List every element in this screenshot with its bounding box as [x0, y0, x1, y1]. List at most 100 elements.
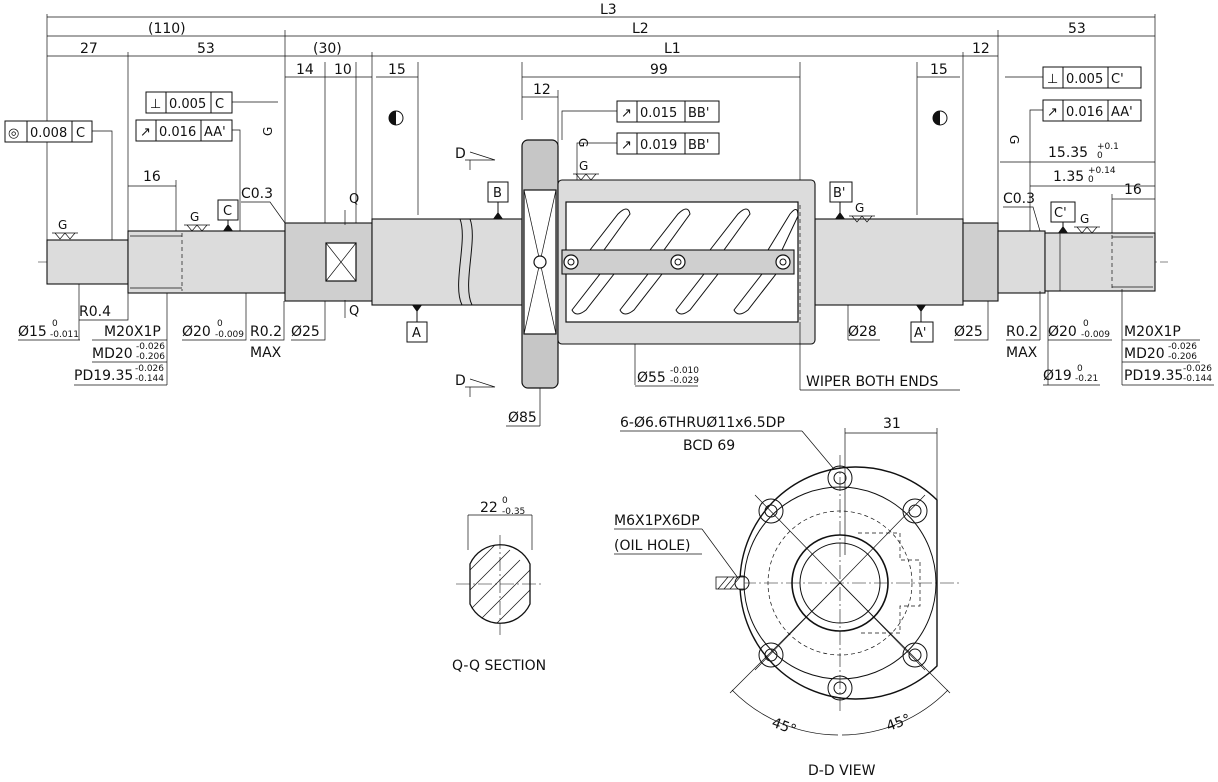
svg-text:-0.35: -0.35	[502, 507, 525, 517]
svg-text:-0.011: -0.011	[50, 330, 79, 340]
tol-left-runout: ↗ 0.016 AA'	[135, 119, 241, 231]
svg-text:0: 0	[1088, 175, 1094, 185]
svg-text:AA': AA'	[1111, 105, 1133, 120]
svg-text:G: G	[261, 127, 275, 136]
svg-text:M20X1P: M20X1P	[1124, 324, 1181, 340]
svg-text:+0.14: +0.14	[1088, 166, 1116, 176]
svg-text:Ø28: Ø28	[848, 324, 877, 340]
svg-text:-0.026: -0.026	[135, 364, 164, 374]
svg-text:22: 22	[480, 500, 498, 516]
svg-text:-0.21: -0.21	[1075, 374, 1098, 384]
svg-text:Ø15: Ø15	[18, 324, 47, 340]
svg-text:-0.029: -0.029	[670, 376, 699, 386]
svg-text:R0.2: R0.2	[1006, 324, 1038, 340]
d-d-caption: D-D VIEW	[808, 763, 876, 779]
q-q-caption: Q-Q SECTION	[452, 658, 546, 674]
svg-text:G: G	[1007, 135, 1021, 144]
svg-text:C': C'	[1111, 72, 1124, 87]
svg-text:B': B'	[833, 186, 846, 201]
svg-text:WIPER BOTH ENDS: WIPER BOTH ENDS	[806, 374, 938, 390]
q-q-section: 22 0 -0.35 Q-Q SECTION	[452, 496, 546, 674]
svg-text:MD20: MD20	[92, 346, 133, 362]
svg-text:↗: ↗	[140, 125, 151, 140]
right-collar	[962, 222, 999, 302]
svg-text:BB': BB'	[688, 138, 709, 153]
dim-12-top: 12	[972, 41, 990, 57]
svg-text:0.015: 0.015	[640, 106, 677, 121]
svg-text:◎: ◎	[8, 126, 19, 141]
svg-text:↗: ↗	[1047, 105, 1058, 120]
svg-text:15.35: 15.35	[1048, 145, 1088, 161]
svg-text:G: G	[579, 159, 588, 173]
left-journal	[46, 239, 129, 285]
svg-text:Ø55: Ø55	[637, 370, 666, 386]
dim-15-left: 15	[388, 62, 406, 78]
right-bearing-seat	[997, 230, 1046, 294]
dim-110: (110)	[148, 21, 186, 37]
svg-text:C0.3: C0.3	[241, 186, 273, 202]
svg-text:-0.144: -0.144	[1183, 374, 1212, 384]
svg-text:G: G	[576, 138, 590, 147]
svg-text:Ø20: Ø20	[182, 324, 211, 340]
dim-53-left: 53	[197, 41, 215, 57]
svg-text:PD19.35: PD19.35	[1124, 368, 1183, 384]
tol-nut-runout-1: ↗ 0.015 BB'	[561, 100, 720, 140]
svg-text:-0.009: -0.009	[1081, 330, 1110, 340]
left-bearing-seat	[127, 230, 286, 294]
svg-text:Ø25: Ø25	[954, 324, 983, 340]
svg-text:↗: ↗	[621, 106, 632, 121]
dim-30: (30)	[313, 41, 342, 57]
svg-text:-0.206: -0.206	[136, 352, 165, 362]
svg-text:↗: ↗	[621, 138, 632, 153]
svg-text:16: 16	[1124, 182, 1142, 198]
svg-text:Q: Q	[349, 192, 359, 207]
ball-track	[571, 208, 799, 315]
left-collar	[284, 222, 373, 302]
svg-text:⊥: ⊥	[150, 97, 161, 112]
svg-text:G: G	[1080, 212, 1089, 226]
svg-text:Ø25: Ø25	[291, 324, 320, 340]
svg-text:+0.1: +0.1	[1097, 142, 1119, 152]
svg-text:Ø85: Ø85	[508, 410, 537, 426]
svg-text:⊥: ⊥	[1047, 72, 1058, 87]
svg-text:0: 0	[502, 496, 508, 506]
svg-text:AA': AA'	[204, 125, 226, 140]
svg-text:45°: 45°	[884, 711, 913, 735]
svg-text:C': C'	[1054, 206, 1067, 221]
tol-left-perp: ⊥ 0.005 C	[145, 91, 278, 114]
svg-text:BB': BB'	[688, 106, 709, 121]
svg-text:-0.144: -0.144	[135, 374, 164, 384]
svg-text:B: B	[493, 186, 502, 201]
dim-l2: L2	[632, 21, 649, 37]
svg-text:G: G	[190, 210, 199, 224]
screw-shaft	[38, 218, 1168, 306]
svg-text:-0.026: -0.026	[136, 342, 165, 352]
svg-text:45°: 45°	[770, 715, 799, 739]
ball-nut	[521, 139, 816, 389]
thread-section-left	[371, 218, 523, 306]
datum-markers: A A' B B' C C' G G G G G G G G Q Q D D	[52, 110, 1100, 397]
svg-text:BCD 69: BCD 69	[683, 438, 735, 454]
svg-text:0.008: 0.008	[30, 126, 67, 141]
svg-text:-0.026: -0.026	[1168, 342, 1197, 352]
svg-text:M6X1PX6DP: M6X1PX6DP	[614, 513, 700, 529]
svg-text:0: 0	[52, 319, 58, 329]
tol-concentric: ◎ 0.008 C	[4, 120, 113, 240]
svg-text:0: 0	[1097, 151, 1103, 161]
dim-27: 27	[80, 41, 98, 57]
svg-text:0.005: 0.005	[1066, 72, 1103, 87]
dim-14: 14	[296, 62, 314, 78]
svg-text:D: D	[455, 146, 466, 162]
dim-15-right: 15	[930, 62, 948, 78]
svg-text:31: 31	[883, 416, 901, 432]
svg-text:G: G	[855, 201, 864, 215]
finish-marks: G G G G G G G G	[52, 127, 1100, 240]
thread-section-right	[814, 218, 964, 306]
svg-text:(OIL HOLE): (OIL HOLE)	[614, 538, 691, 554]
overall-dimensions: L3 (110) L2 53 27 53 (30) L1 12 14 10 15…	[46, 2, 1156, 300]
svg-text:6-Ø6.6THRUØ11x6.5DP: 6-Ø6.6THRUØ11x6.5DP	[620, 415, 785, 431]
tol-nut-runout-2: ↗ 0.019 BB'	[576, 132, 720, 180]
svg-text:MD20: MD20	[1124, 346, 1165, 362]
dim-53-right: 53	[1068, 21, 1086, 37]
